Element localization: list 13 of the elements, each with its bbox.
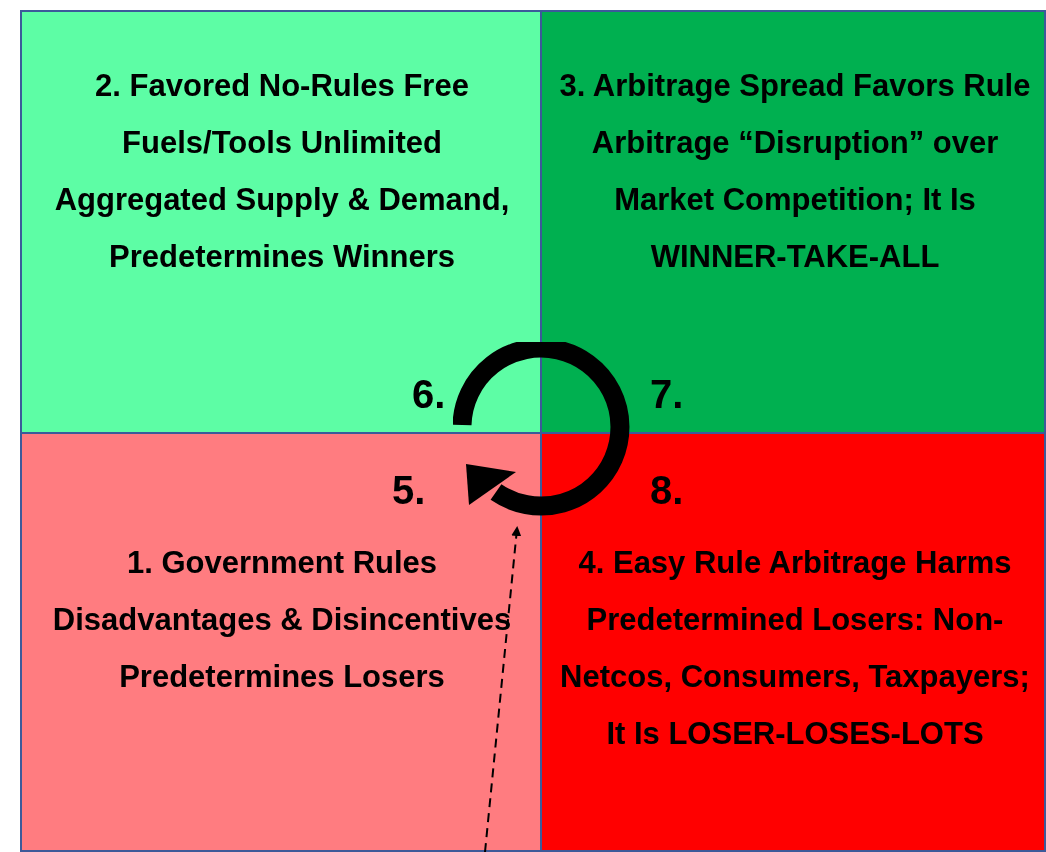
quadrant-panel: [540, 432, 1046, 852]
dashed-arrow: [484, 526, 522, 852]
step-number: 5.: [392, 467, 426, 514]
quadrant-panel: [20, 10, 542, 434]
quadrant-panel: [20, 432, 542, 852]
quadrant-text: 3. Arbitrage Spread Favors Rule Arbitrage “Disruption” over Market Competition; It Is WINNER-TAKE-ALL: [558, 67, 1032, 276]
step-number: 8.: [650, 467, 684, 514]
step-number: 7.: [650, 371, 684, 418]
quadrant-text: 4. Easy Rule Arbitrage Harms Predetermined Losers: Non-Netcos, Consumers, Taxpayers; It Is LOSER-LOSES-LOTS: [559, 544, 1031, 753]
step-number: 6.: [412, 371, 446, 418]
quadrant-panel: [540, 10, 1046, 434]
quadrant-text: 1. Government Rules Disadvantages & Disincentives Predetermines Losers: [51, 544, 513, 696]
quadrant-text: 2. Favored No-Rules Free Fuels/Tools Unlimited Aggregated Supply & Demand, Predetermines Winners: [53, 67, 511, 276]
